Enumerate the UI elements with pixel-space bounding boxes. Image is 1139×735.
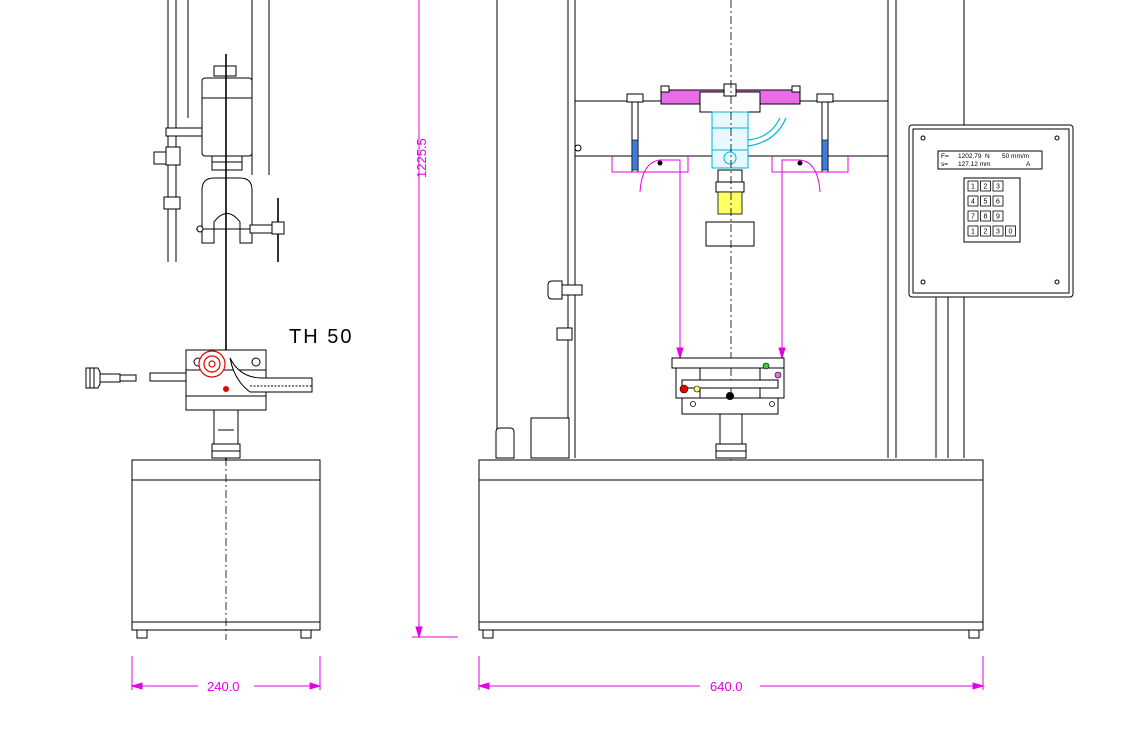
- height-dimension-text: 1225.5: [414, 138, 429, 178]
- keypad-key-label: 2: [984, 184, 988, 191]
- keypad-key-label: 9: [996, 214, 1000, 221]
- display-line1-unit: N: [985, 153, 990, 160]
- keypad-keys: 1 2 3 4 5 6 7 8 9 1 2 3 0: [967, 180, 1016, 237]
- keypad-key: [992, 210, 1004, 222]
- keypad-key-label: 2: [984, 229, 988, 236]
- display-line2-prefix: s=: [941, 161, 948, 168]
- front-view: [478, 0, 984, 639]
- keypad-key: [967, 195, 979, 207]
- keypad-key: [980, 210, 991, 222]
- display-line2-flag: A: [1026, 161, 1031, 168]
- keypad-key: [967, 210, 979, 222]
- keypad-key: [1005, 225, 1016, 237]
- right-width-dimension-text: 640.0: [710, 679, 743, 694]
- keypad-key-label: 1: [971, 229, 975, 236]
- keypad-key: [980, 180, 991, 192]
- control-panel: F= 1202.79 N 50 mm/m s= 127.12 mm A 1 2 3 4…: [908, 124, 1074, 298]
- keypad-key: [992, 195, 1004, 207]
- display-line2-value: 127.12 mm: [958, 161, 991, 168]
- keypad-key: [992, 180, 1004, 192]
- keypad-key: [980, 225, 991, 237]
- keypad-key-label: 3: [996, 184, 1000, 191]
- display-text: F= 1202.79 N 50 mm/m s= 127.12 mm A: [941, 153, 1031, 168]
- left-width-dimension-text: 240.0: [207, 679, 240, 694]
- keypad-key-label: 8: [984, 214, 988, 221]
- keypad-key-label: 6: [996, 199, 1000, 206]
- keypad-key-label: 1: [971, 184, 975, 191]
- keypad-key: [967, 180, 979, 192]
- height-dimension: [412, 0, 458, 639]
- display-line1-prefix: F=: [941, 153, 949, 160]
- keypad-key-label: 3: [996, 229, 1000, 236]
- side-view: [85, 0, 321, 640]
- keypad-key-label: 5: [984, 199, 988, 206]
- keypad-key-label: 0: [1009, 229, 1013, 236]
- readout-display: [937, 150, 1043, 170]
- width-dimensions: [130, 656, 985, 690]
- model-label: TH 50: [289, 326, 353, 348]
- keypad-key: [992, 225, 1004, 237]
- keypad-key: [980, 195, 991, 207]
- display-line1-value: 1202.79: [958, 153, 982, 160]
- display-line1-speed: 50 mm/m: [1002, 153, 1029, 160]
- keypad-key-label: 4: [971, 199, 975, 206]
- keypad-key-label: 7: [971, 214, 975, 221]
- keypad-key: [967, 225, 979, 237]
